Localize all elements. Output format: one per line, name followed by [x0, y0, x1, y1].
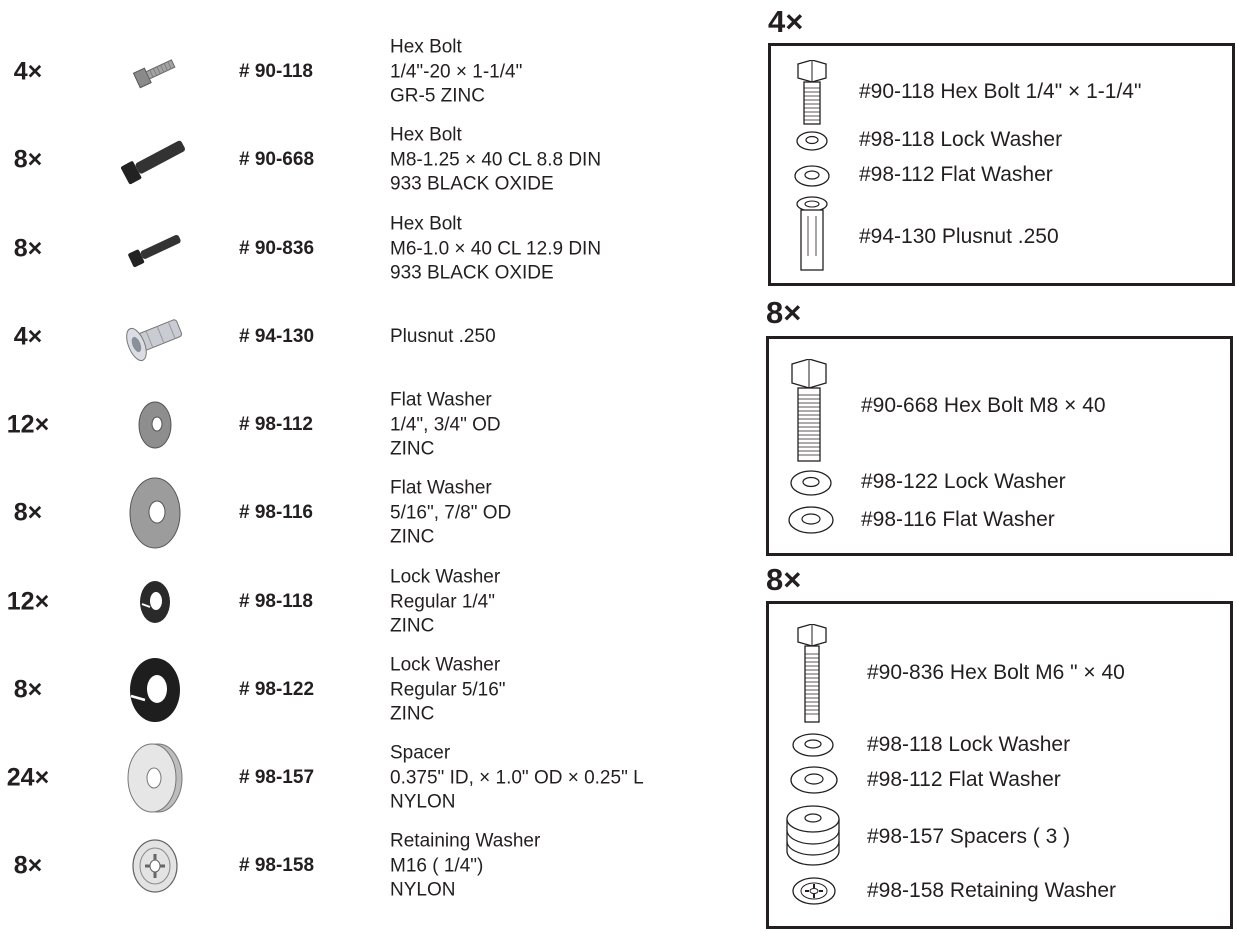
part-description: Hex Bolt M8-1.25 × 40 CL 8.8 DIN 933 BLA… — [390, 124, 602, 195]
hex-bolt-black-large-icon — [110, 116, 200, 204]
spacer-stack-icon — [785, 804, 841, 868]
retaining-washer-icon — [791, 876, 837, 906]
part-description: Lock Washer Regular 5/16" ZINC — [390, 654, 506, 725]
part-row: 8× # 98-158 Retaining Washer M16 ( 1/4")… — [0, 822, 740, 910]
kit-item: #98-112 Flat Washer — [867, 768, 1061, 791]
part-description: Spacer 0.375" ID, × 1.0" OD × 0.25" L NY… — [390, 742, 644, 813]
kit-item: #98-116 Flat Washer — [861, 508, 1055, 531]
part-row: 4× # 94-130 Plusnut .250 — [0, 293, 740, 381]
part-description: Retaining Washer M16 ( 1/4") NYLON — [390, 830, 541, 901]
part-number: # 98-112 — [239, 414, 313, 435]
kit-item: #98-158 Retaining Washer — [867, 879, 1117, 902]
hex-bolt-black-small-icon — [110, 205, 200, 293]
kit-item: #90-668 Hex Bolt M8 × 40 — [861, 394, 1106, 417]
retaining-washer-icon — [110, 822, 200, 910]
lock-washer-small-icon — [110, 558, 200, 646]
part-number: # 98-118 — [239, 591, 313, 612]
part-qty: 4× — [13, 57, 43, 86]
part-description: Flat Washer 5/16", 7/8" OD ZINC — [390, 477, 512, 548]
part-qty: 12× — [6, 587, 50, 616]
part-qty: 4× — [13, 322, 43, 351]
part-number: # 98-122 — [239, 679, 315, 700]
hex-bolt-icon — [789, 359, 829, 463]
kit-item: #98-157 Spacers ( 3 ) — [867, 825, 1071, 848]
part-number: # 98-157 — [239, 767, 315, 788]
part-qty: 8× — [13, 145, 43, 174]
lock-washer-icon — [789, 469, 833, 497]
part-row: 24× # 98-157 Spacer 0.375" ID, × 1.0" OD… — [0, 734, 740, 822]
plusnut-icon — [110, 293, 200, 381]
part-number: # 90-118 — [239, 61, 313, 82]
flat-washer-icon — [793, 164, 831, 188]
part-qty: 8× — [13, 498, 43, 527]
kit-box: #90-118 Hex Bolt 1/4" × 1-1/4" #98-118 L… — [768, 43, 1235, 286]
kit-qty: 4× — [768, 4, 804, 39]
kit-item: #90-836 Hex Bolt M6 " × 40 — [867, 661, 1125, 684]
lock-washer-icon — [791, 732, 835, 758]
flat-washer-icon — [789, 765, 839, 795]
part-qty: 12× — [6, 410, 50, 439]
kit-item: #98-118 Lock Washer — [859, 128, 1063, 151]
kit-item: #98-122 Lock Washer — [861, 470, 1066, 493]
part-description: Flat Washer 1/4", 3/4" OD ZINC — [390, 389, 501, 460]
part-description: Lock Washer Regular 1/4" ZINC — [390, 566, 501, 637]
kit-item: #98-112 Flat Washer — [859, 163, 1053, 186]
kit-item: #90-118 Hex Bolt 1/4" × 1-1/4" — [859, 80, 1142, 103]
flat-washer-icon — [787, 505, 835, 535]
part-row: 8× # 90-836 Hex Bolt M6-1.0 × 40 CL 12.9… — [0, 205, 740, 293]
part-number: # 90-836 — [239, 238, 315, 259]
part-row: 8× # 98-122 Lock Washer Regular 5/16" ZI… — [0, 646, 740, 734]
kit-qty: 8× — [766, 562, 802, 597]
part-number: # 90-668 — [239, 149, 315, 170]
part-row: 12× # 98-118 Lock Washer Regular 1/4" ZI… — [0, 558, 740, 646]
flat-washer-small-icon — [110, 381, 200, 469]
part-row: 8× # 90-668 Hex Bolt M8-1.25 × 40 CL 8.8… — [0, 116, 740, 204]
part-description: Hex Bolt M6-1.0 × 40 CL 12.9 DIN 933 BLA… — [390, 213, 602, 284]
kit-item: #94-130 Plusnut .250 — [859, 225, 1059, 248]
kit-qty: 8× — [766, 295, 802, 330]
part-description: Plusnut .250 — [390, 325, 496, 347]
part-qty: 8× — [13, 234, 43, 263]
part-row: 4× # 90-118 Hex Bolt 1/4"-20 × 1-1/4" GR… — [0, 28, 740, 116]
lock-washer-icon — [795, 130, 829, 152]
lock-washer-large-icon — [110, 646, 200, 734]
hex-bolt-zinc-icon — [110, 28, 200, 116]
kit-box: #90-668 Hex Bolt M8 × 40 #98-122 Lock Wa… — [766, 336, 1233, 556]
hex-bolt-icon — [795, 624, 829, 724]
kit-box: #90-836 Hex Bolt M6 " × 40 #98-118 Lock … — [766, 601, 1233, 929]
part-number: # 98-116 — [239, 502, 313, 523]
part-row: 12× # 98-112 Flat Washer 1/4", 3/4" OD Z… — [0, 381, 740, 469]
plusnut-icon — [795, 196, 829, 274]
flat-washer-large-icon — [110, 469, 200, 557]
part-number: # 98-158 — [239, 855, 315, 876]
part-number: # 94-130 — [239, 326, 315, 347]
part-row: 8× # 98-116 Flat Washer 5/16", 7/8" OD Z… — [0, 469, 740, 557]
part-description: Hex Bolt 1/4"-20 × 1-1/4" GR-5 ZINC — [390, 36, 523, 107]
part-qty: 8× — [13, 851, 43, 880]
hex-bolt-icon — [795, 60, 829, 126]
kit-item: #98-118 Lock Washer — [867, 733, 1071, 756]
spacer-icon — [110, 734, 200, 822]
part-qty: 24× — [6, 763, 50, 792]
part-qty: 8× — [13, 675, 43, 704]
